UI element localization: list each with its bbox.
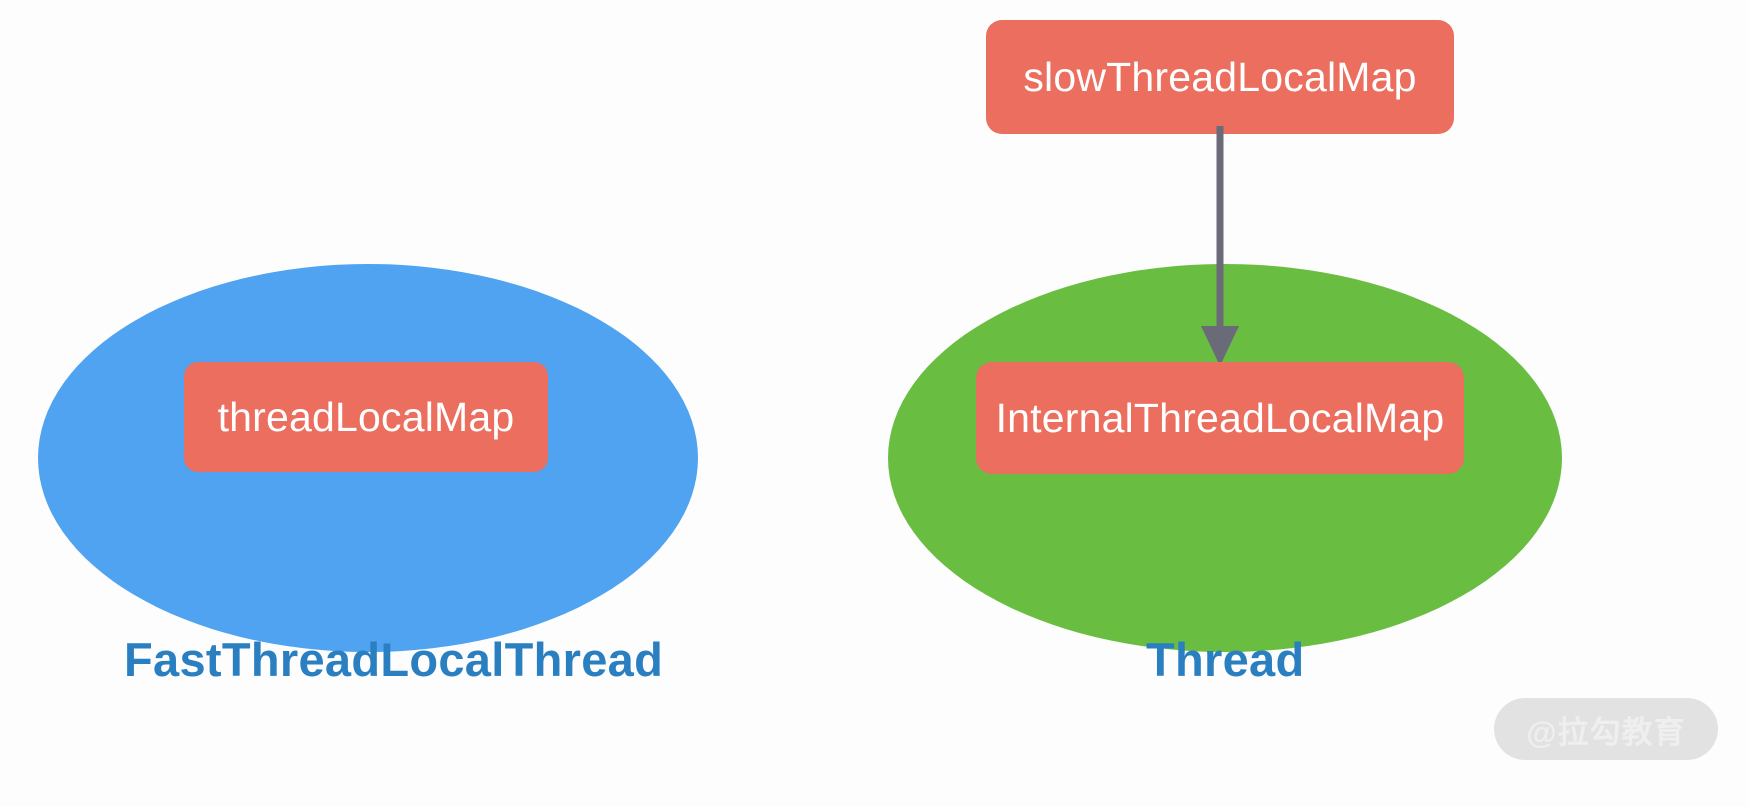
watermark-text: @拉勾教育 [1526,714,1686,750]
thread-local-map-node: threadLocalMap [184,362,548,472]
internal-thread-local-map-label: InternalThreadLocalMap [995,394,1445,441]
arrow-head [1201,326,1239,366]
slow-to-internal-arrow-icon [1201,126,1239,366]
slow-thread-local-map-label: slowThreadLocalMap [1023,53,1417,100]
fast-thread-local-thread-label: FastThreadLocalThread [124,633,664,686]
thread-label: Thread [1146,633,1305,686]
internal-thread-local-map-node: InternalThreadLocalMap [976,362,1464,474]
watermark-pill: @拉勾教育 [1494,698,1718,760]
slow-thread-local-map-node: slowThreadLocalMap [986,20,1454,134]
thread-local-map-label: threadLocalMap [217,393,515,440]
